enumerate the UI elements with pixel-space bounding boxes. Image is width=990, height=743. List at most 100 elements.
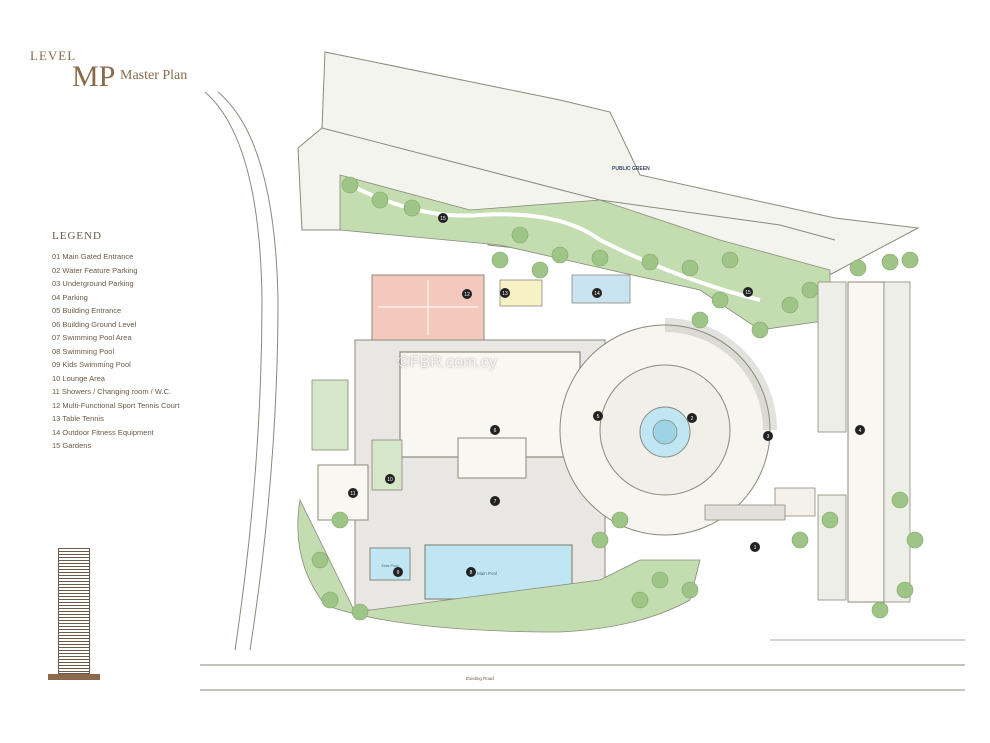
plan-marker: 5: [593, 411, 603, 421]
plan-marker: 6: [490, 425, 500, 435]
marker-number: 13: [502, 291, 508, 297]
park-path: [321, 127, 836, 241]
parking-bays: [817, 494, 847, 601]
tree: [791, 531, 809, 549]
plan-marker: 12: [462, 289, 472, 299]
tree: [641, 253, 659, 271]
tree: [891, 491, 909, 509]
plan-marker: 2: [687, 413, 697, 423]
west-boundary-line: [217, 91, 279, 651]
public-green-label: PUBLIC GREEN: [612, 166, 650, 172]
tree: [631, 591, 649, 609]
plan-marker: 8: [466, 567, 476, 577]
legend-item: 15 Gardens: [52, 441, 92, 450]
tree: [403, 199, 421, 217]
marker-number: 2: [691, 416, 694, 422]
tree: [591, 249, 609, 267]
marker-number: 11: [350, 491, 355, 497]
tree: [781, 296, 799, 314]
parking-bays-arc: [664, 318, 777, 431]
plan-marker: 9: [393, 567, 403, 577]
tree: [896, 581, 914, 599]
tree: [691, 311, 709, 329]
tree: [331, 511, 349, 529]
tree: [531, 261, 549, 279]
plan-marker: 7: [490, 496, 500, 506]
side-garden: [311, 379, 349, 451]
plan-marker: 10: [385, 474, 395, 484]
watermark: ©FBR.com.cy: [398, 354, 497, 371]
current-level-highlight: [48, 674, 100, 680]
marker-number: 9: [397, 570, 400, 576]
legend-item: 14 Outdoor Fitness Equipment: [52, 427, 154, 437]
marker-number: 5: [597, 414, 600, 420]
garden-path: [349, 183, 761, 302]
tree: [721, 251, 739, 269]
tree: [751, 321, 769, 339]
marker-number: 7: [494, 499, 497, 505]
road-label: Existing Road: [466, 676, 494, 681]
legend-item: 02 Water Feature Parking: [52, 265, 138, 275]
legend-item: 09 Kids Swimming Pool: [52, 360, 131, 369]
plan-marker: 3: [763, 431, 773, 441]
plan-marker: 15: [438, 213, 448, 223]
marker-number: 3: [767, 434, 770, 440]
legend-item: 10 Lounge Area: [52, 373, 105, 383]
legend: LEGEND 01 Main Gated Entrance 02 Water F…: [52, 230, 179, 453]
tree: [681, 581, 699, 599]
plan-marker: 15: [743, 287, 753, 297]
changing-rooms: [317, 464, 369, 521]
lobby-wing: [457, 437, 527, 479]
marker-number: 12: [464, 292, 470, 298]
building-level-icon: [48, 548, 100, 680]
tree: [881, 253, 899, 271]
plan-marker: 14: [592, 288, 602, 298]
plan-marker: 13: [500, 288, 510, 298]
legend-item: 01 Main Gated Entrance: [52, 252, 134, 261]
legend-item: 04 Parking: [52, 292, 88, 302]
level-code: MP: [72, 60, 116, 93]
fitness-area: [571, 274, 631, 304]
marker-number: 1: [754, 545, 757, 551]
kids-pool: [369, 547, 411, 581]
tree: [871, 601, 889, 619]
fountain: [652, 419, 678, 445]
legend-item: 05 Building Entrance: [52, 306, 122, 315]
plan-marker: 4: [855, 425, 865, 435]
main-pool-label: Main Pool: [477, 571, 497, 576]
legend-item: 08 Swimming Pool: [52, 346, 115, 356]
tree: [321, 591, 339, 609]
marker-number: 8: [470, 570, 473, 576]
tree: [821, 511, 839, 529]
parking-bays: [817, 281, 847, 433]
tree: [311, 551, 329, 569]
tree: [901, 251, 919, 269]
parking-strip: [847, 281, 885, 603]
tree: [849, 259, 867, 277]
kids-pool-label: Kids Pool: [382, 563, 399, 568]
marker-number: 15: [745, 290, 751, 296]
legend-item: 11 Showers / Changing room / W.C.: [52, 387, 172, 396]
tree: [611, 511, 629, 529]
plan-marker: 1: [750, 542, 760, 552]
tree: [551, 246, 569, 264]
legend-title: LEGEND: [52, 230, 102, 242]
marker-number: 10: [387, 477, 393, 483]
plan-name: Master Plan: [120, 68, 188, 83]
legend-item: 12 Multi-Functional Sport Tennis Court: [52, 400, 180, 410]
south-garden: [297, 498, 701, 633]
tree: [711, 291, 729, 309]
marker-number: 4: [859, 428, 862, 434]
plan-marker: 11: [348, 488, 358, 498]
tree: [491, 251, 509, 269]
tree: [906, 531, 924, 549]
entrance-ramp: [704, 504, 786, 521]
legend-list: 01 Main Gated Entrance 02 Water Feature …: [52, 250, 179, 453]
tree: [351, 603, 369, 621]
marker-number: 15: [440, 216, 446, 222]
parking-bays: [883, 281, 911, 603]
legend-item: 13 Table Tennis: [52, 414, 104, 423]
trees: [311, 176, 924, 621]
tree: [651, 571, 669, 589]
